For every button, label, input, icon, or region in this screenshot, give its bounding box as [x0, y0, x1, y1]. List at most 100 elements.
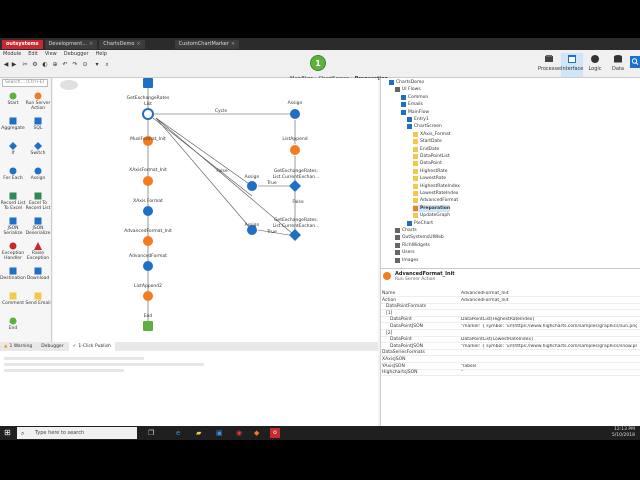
tree-item[interactable]: RichWidgets [395, 242, 430, 249]
property-value[interactable]: DataPointList[LowestRateIndex] [461, 337, 533, 343]
taskbar-search-input[interactable]: Type here to search [17, 427, 137, 439]
tree-item[interactable]: ChartsDemo [389, 79, 424, 86]
toolbox-item[interactable]: For Each [0, 167, 26, 181]
toolbox-item[interactable]: If [0, 142, 26, 156]
assign-node[interactable] [247, 181, 257, 191]
tab-debugger[interactable]: Debugger [37, 342, 67, 351]
assign-node[interactable] [143, 206, 153, 216]
menu-module[interactable]: Module [3, 51, 22, 57]
close-icon[interactable]: × [89, 40, 94, 47]
menu-view[interactable]: View [44, 51, 57, 57]
tree-item[interactable]: OutSystemsUIWeb [395, 234, 444, 241]
property-value[interactable]: "marker: { symbol: 'url(https://www.high… [461, 343, 637, 349]
edge-icon[interactable]: e [176, 429, 181, 437]
server-action-node[interactable] [143, 291, 153, 301]
property-row[interactable]: DataPointJSON"marker: { symbol: 'url(htt… [381, 324, 640, 330]
tree-item[interactable]: Common [401, 94, 428, 101]
tree-item[interactable]: ChartScreen [407, 123, 442, 130]
close-icon[interactable]: × [136, 40, 141, 47]
toolbox-item[interactable]: Comment [0, 292, 26, 306]
tab-customchartmarker[interactable]: CustomChartMarker× [174, 39, 240, 49]
server-action-node[interactable] [143, 236, 153, 246]
property-value[interactable]: AdvancedFormat_Init [461, 291, 509, 296]
tree-item[interactable]: Entry1 [407, 116, 429, 123]
global-search-button[interactable] [630, 56, 640, 68]
property-value[interactable]: "labels [461, 363, 477, 369]
property-row[interactable]: XAxisJSON [381, 357, 640, 363]
tab-processes[interactable]: Processes [538, 53, 563, 77]
tree-item[interactable]: MainFlow [401, 109, 429, 116]
menu-help[interactable]: Help [95, 51, 107, 57]
tree-item[interactable]: StartDate [413, 138, 442, 145]
publish-button[interactable]: 1 [310, 55, 326, 71]
tab-interface[interactable]: Interface [561, 53, 583, 77]
property-row[interactable]: YAxisJSON"labels [381, 364, 640, 370]
tree-item[interactable]: Users [395, 249, 415, 256]
toolbox-item[interactable]: Start [0, 92, 26, 106]
toolbox-search-input[interactable]: Search... (Ctrl+E) [2, 79, 48, 87]
tab-warnings[interactable]: ▲1 Warning [0, 342, 36, 351]
toolbox-item[interactable]: Send Email [25, 292, 51, 306]
zoom-icon[interactable]: ⊙ [82, 61, 88, 68]
property-row[interactable]: DataPointFormats [381, 304, 640, 311]
windows-start-icon[interactable]: ⊞ [4, 428, 11, 437]
service-studio-taskbar-icon[interactable]: o [270, 428, 280, 438]
property-value[interactable]: "marker: { symbol: 'url(https://www.high… [461, 324, 637, 329]
tree-item[interactable]: AdvancedFormat [413, 197, 458, 204]
property-row[interactable]: DataPointJSON"marker: { symbol: 'url(htt… [381, 344, 640, 350]
clock-date[interactable]: 5/10/2018 [611, 433, 635, 438]
compare-icon[interactable]: ◐ [42, 61, 48, 68]
tree-item[interactable]: DataPoint [413, 160, 442, 167]
clock-time[interactable]: 12:13 PM [614, 427, 635, 432]
tree-item[interactable]: UI Flows [395, 86, 421, 93]
chrome-icon[interactable]: ◉ [236, 429, 243, 437]
property-row[interactable]: DataSeriesFormats [381, 350, 640, 357]
tree-item[interactable]: HighestRateIndex [413, 183, 460, 190]
tree-item[interactable]: Emails [401, 101, 423, 108]
end-node[interactable] [143, 321, 153, 331]
tab-data[interactable]: Data [607, 53, 629, 77]
aggregate-node[interactable] [143, 78, 153, 88]
server-action-node[interactable] [143, 136, 153, 146]
if-node[interactable] [289, 180, 301, 192]
property-value[interactable]: AdvancedFormat_Init [461, 297, 509, 303]
toolbox-item[interactable]: Run Server Action [25, 92, 51, 111]
tree-item[interactable]: Preparation [413, 204, 451, 212]
outsystems-taskbar-icon[interactable]: ◆ [254, 429, 260, 437]
toolbox-item[interactable]: Destination [0, 267, 26, 281]
tab-logic[interactable]: Logic [584, 53, 606, 77]
property-row[interactable]: HighchartsJSON" [381, 370, 640, 377]
toolbox-item[interactable]: End [0, 317, 26, 331]
assign-node[interactable] [247, 225, 257, 235]
assign-node[interactable] [143, 261, 153, 271]
dependencies-icon[interactable]: ⊕ [52, 61, 58, 68]
toolbox-item[interactable]: Switch [25, 142, 51, 156]
gear-icon[interactable]: ⚙ [32, 61, 38, 68]
menu-edit[interactable]: Edit [28, 51, 38, 57]
close-icon[interactable]: × [230, 40, 236, 47]
server-action-node[interactable] [143, 176, 153, 186]
tree-item[interactable]: PieChart [407, 220, 433, 227]
undo-icon[interactable]: ↶ [62, 61, 68, 68]
toolbox-item[interactable]: Assign [25, 167, 51, 181]
toolbox-item[interactable]: Download [25, 267, 51, 281]
cut-icon[interactable]: ✂ [22, 61, 28, 68]
tab-1-click-publish[interactable]: ✔1-Click Publish [68, 342, 116, 351]
toolbox-item[interactable]: Aggregate [0, 117, 26, 131]
toolbox-item[interactable]: Excel To Record List [25, 192, 51, 211]
outsystems-logo-tab[interactable]: outsystems [2, 39, 43, 49]
forward-icon[interactable]: ▶ [11, 61, 17, 68]
tab-chartsdemo[interactable]: ChartsDemo× [99, 39, 145, 49]
toolbox-item[interactable]: Raise Exception [25, 242, 51, 261]
tree-item[interactable]: Charts [395, 227, 417, 234]
toolbox-item[interactable]: JSON Deserialize [25, 217, 51, 236]
back-icon[interactable]: ◀ [3, 61, 9, 68]
search-icon[interactable]: ⌕ [105, 61, 109, 68]
property-value[interactable]: " [461, 370, 464, 376]
property-value[interactable]: DataPointList[HighestRateIndex] [461, 317, 535, 323]
property-row[interactable]: [1] [381, 311, 640, 317]
toolbox-item[interactable]: Exception Handler [0, 242, 26, 261]
